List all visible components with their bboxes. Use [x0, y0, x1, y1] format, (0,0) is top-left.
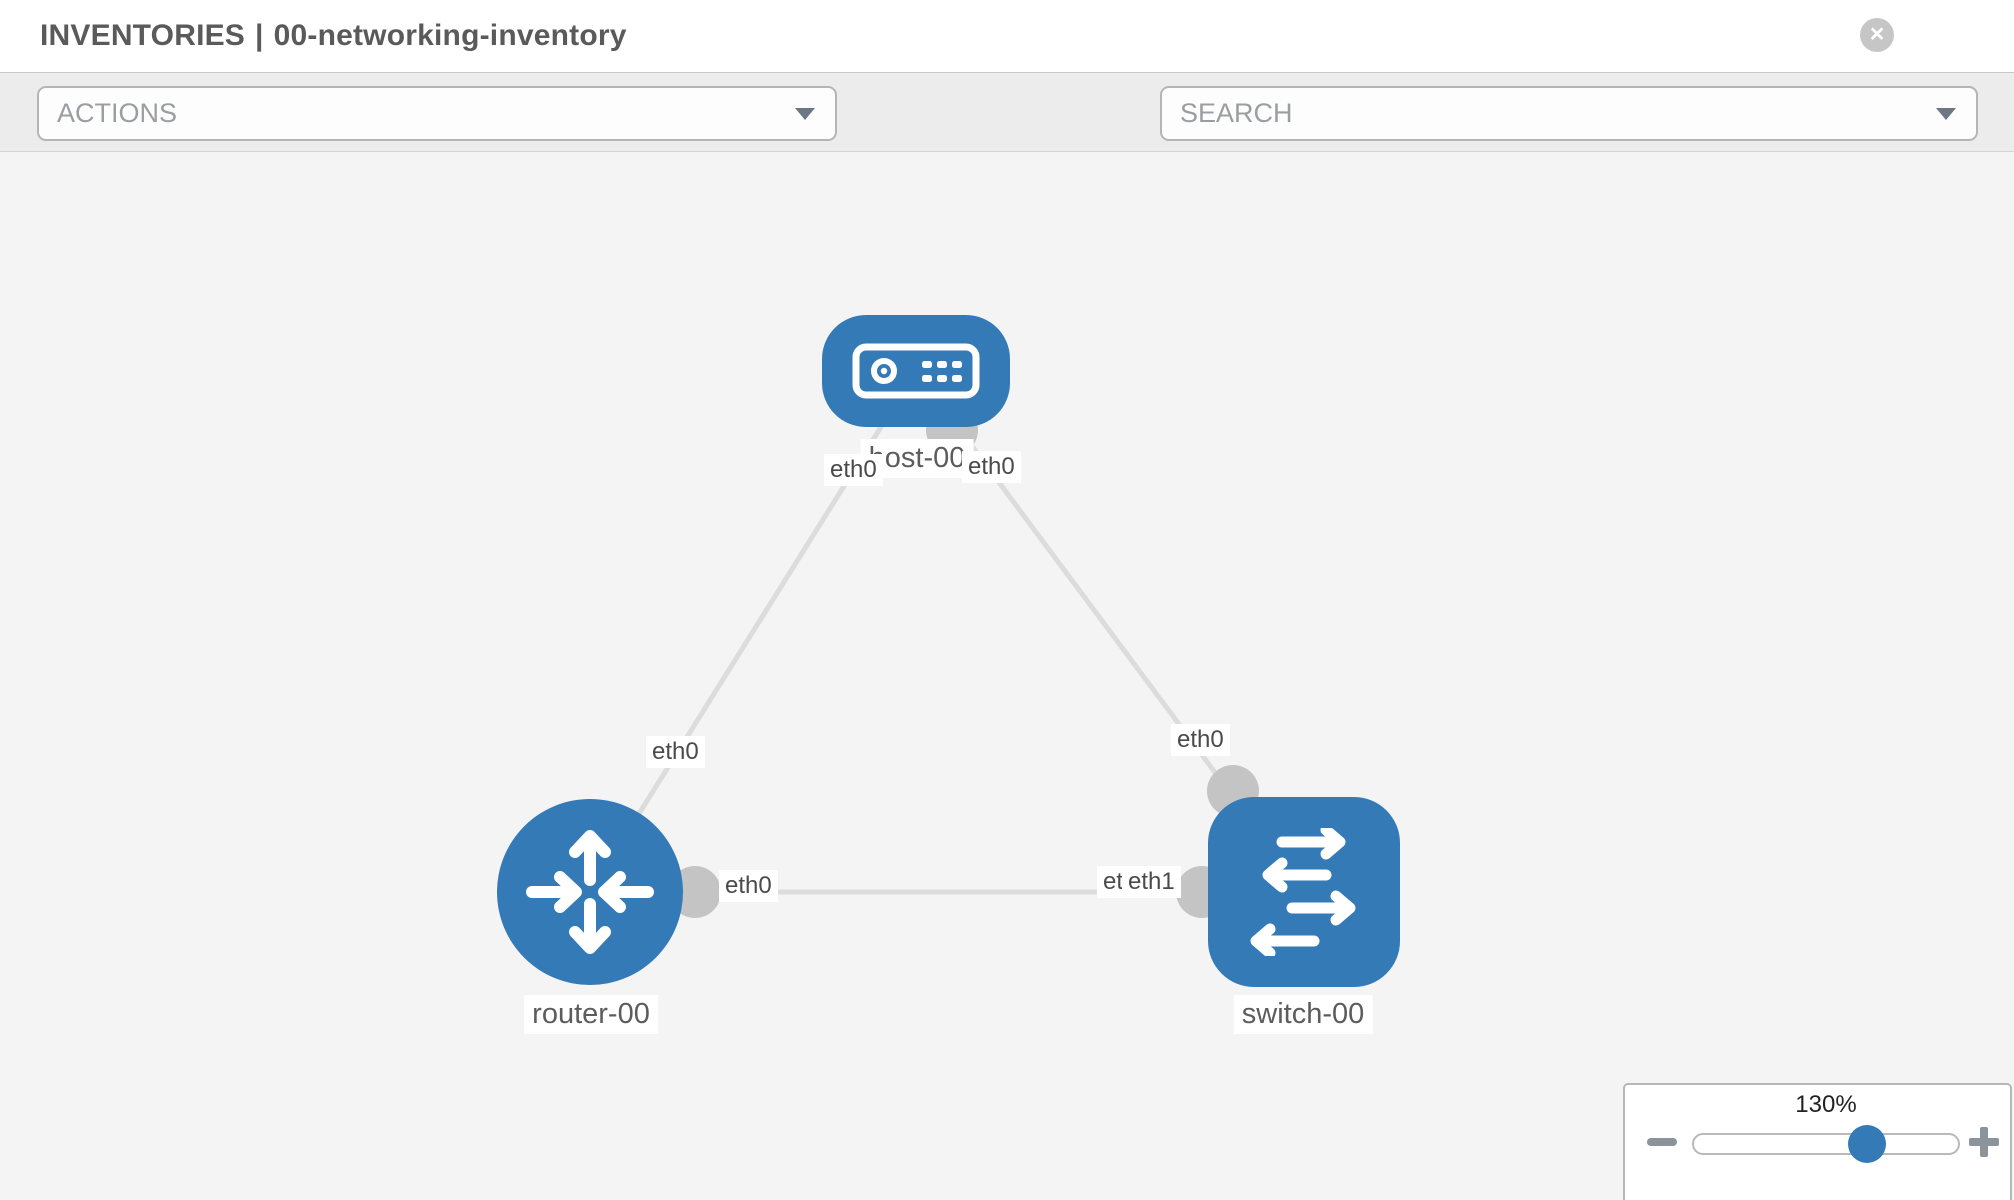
- node-label-switch: switch-00: [1233, 995, 1373, 1034]
- toolbar: ACTIONS SEARCH: [0, 72, 2014, 206]
- node-router-00[interactable]: [497, 799, 683, 985]
- interface-label-host-left: eth0: [824, 454, 883, 486]
- chevron-down-icon: [795, 108, 815, 120]
- breadcrumb-section: INVENTORIES: [40, 19, 246, 52]
- interface-label-link-over: eth1: [1122, 866, 1181, 898]
- interface-label-host-right: eth0: [962, 451, 1021, 483]
- topology-edges-layer: [587, 369, 1307, 918]
- switch-icon: [1250, 828, 1356, 956]
- zoom-out-button[interactable]: [1639, 1125, 1683, 1159]
- interface-label-router-right: eth0: [719, 870, 778, 902]
- close-button[interactable]: ×: [1860, 18, 1894, 52]
- node-label-router: router-00: [524, 995, 658, 1034]
- close-icon: ×: [1869, 20, 1885, 48]
- search-dropdown[interactable]: SEARCH: [1160, 86, 1978, 141]
- interface-label-router-top: eth0: [646, 736, 705, 768]
- plus-icon: [1980, 1127, 1988, 1157]
- zoom-level-text: 130%: [1795, 1091, 1857, 1118]
- host-icon: [852, 343, 980, 399]
- node-switch-00[interactable]: [1208, 797, 1400, 987]
- zoom-control-panel: 130%: [1623, 1083, 2012, 1200]
- router-icon: [526, 830, 654, 954]
- inventory-name: 00-networking-inventory: [273, 19, 627, 52]
- page-header: INVENTORIES | 00-networking-inventory ×: [0, 0, 2014, 72]
- interface-label-switch-top: eth0: [1171, 724, 1230, 756]
- actions-dropdown[interactable]: ACTIONS: [37, 86, 837, 141]
- node-host-00[interactable]: [822, 315, 1010, 427]
- topology-canvas[interactable]: host-00 router-00 switch-00 eth0 eth0 et…: [0, 152, 2014, 1200]
- zoom-slider[interactable]: [1692, 1125, 1960, 1163]
- actions-dropdown-label: ACTIONS: [57, 98, 178, 128]
- search-dropdown-label: SEARCH: [1180, 98, 1293, 128]
- chevron-down-icon: [1936, 108, 1956, 120]
- page-title: INVENTORIES | 00-networking-inventory: [40, 0, 627, 72]
- breadcrumb-separator: |: [255, 19, 264, 52]
- minus-icon: [1647, 1138, 1677, 1146]
- zoom-slider-thumb[interactable]: [1848, 1125, 1886, 1163]
- zoom-in-button[interactable]: [1961, 1119, 2007, 1165]
